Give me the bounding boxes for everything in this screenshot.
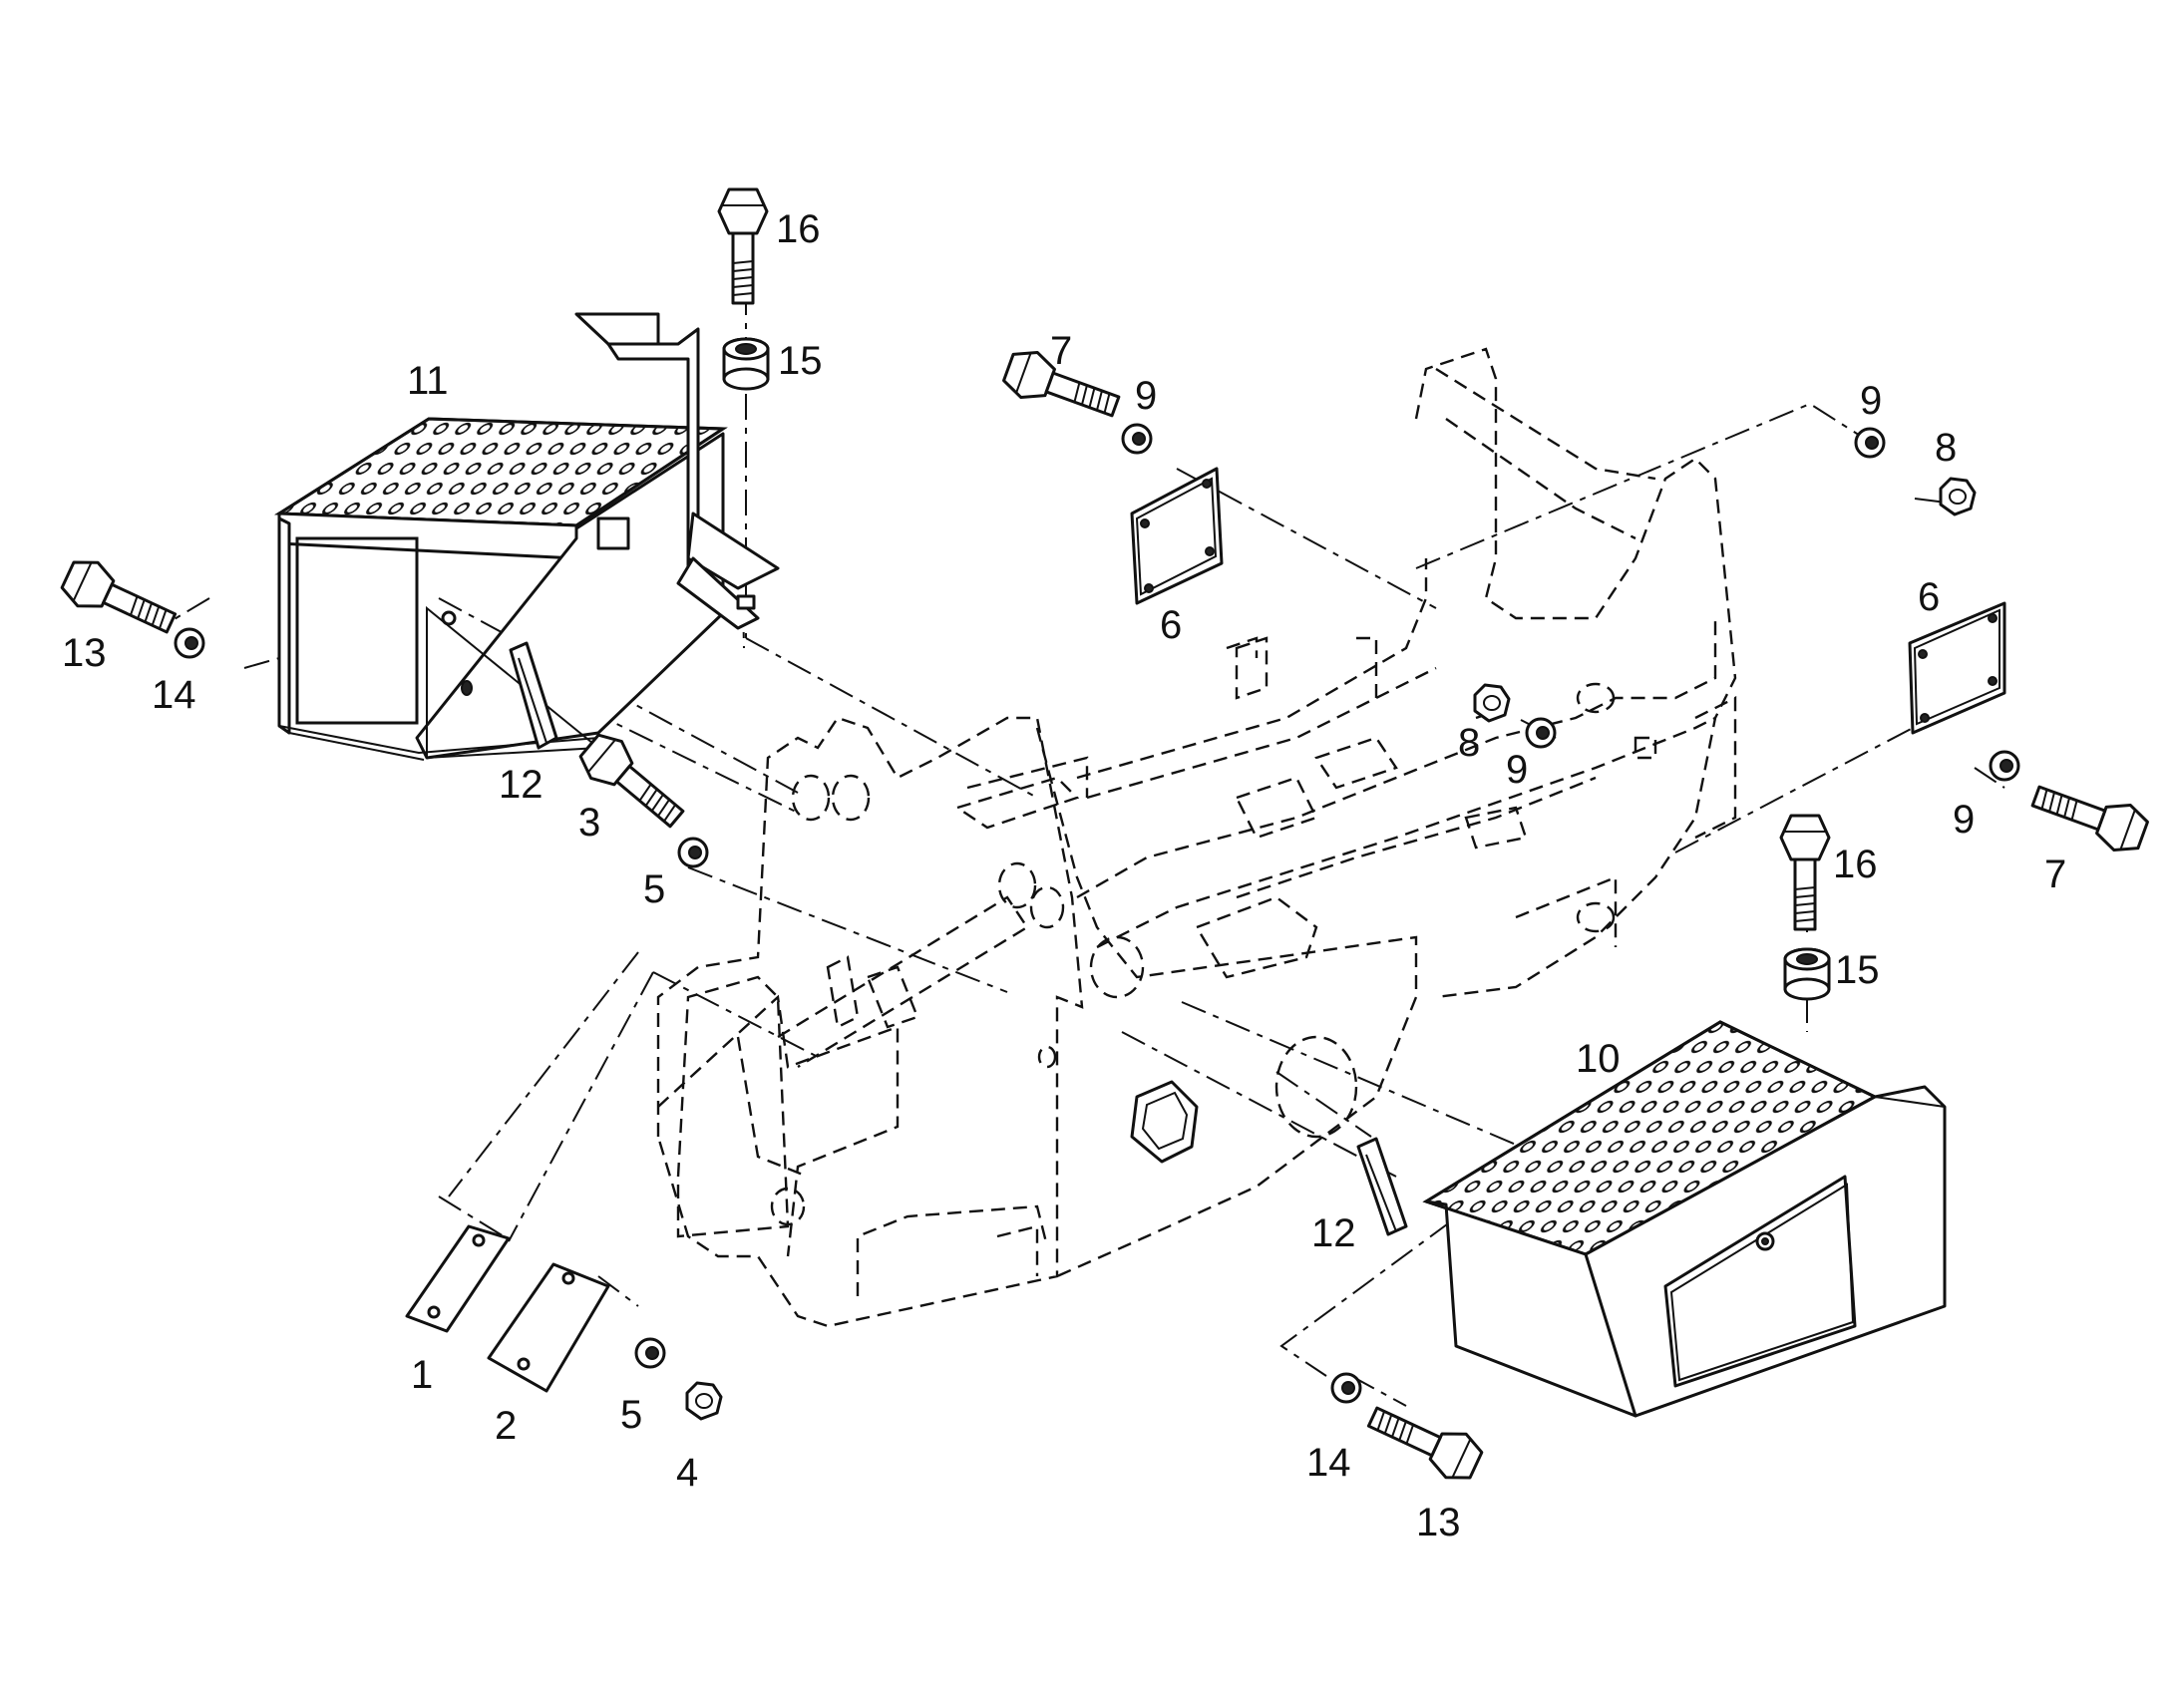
callout-12-right: 12 xyxy=(1311,1211,1356,1255)
callout-7-top: 7 xyxy=(1050,329,1072,373)
washer-icon xyxy=(1854,427,1886,459)
plate-1 xyxy=(405,1224,511,1333)
callout-15-top: 15 xyxy=(778,339,823,383)
right-step-box xyxy=(1422,1020,1947,1418)
callout-5-upper: 5 xyxy=(643,867,665,911)
callout-13-left: 13 xyxy=(62,631,107,675)
callout-4: 4 xyxy=(676,1451,698,1495)
callout-9-right: 9 xyxy=(1953,798,1975,842)
spacer-bar-right xyxy=(1356,1137,1408,1236)
callout-15-right: 15 xyxy=(1835,948,1880,992)
callout-9-center: 9 xyxy=(1506,748,1528,792)
washer-icon xyxy=(1989,750,2020,782)
washer-icon xyxy=(677,837,709,868)
spacer-bar-left xyxy=(509,641,558,750)
callout-5-lower: 5 xyxy=(620,1393,642,1437)
callout-8-center: 8 xyxy=(1458,721,1480,765)
spacer-icon xyxy=(1783,947,1831,1001)
nut-icon xyxy=(685,1381,723,1421)
callout-8-right: 8 xyxy=(1935,426,1957,470)
nut-icon xyxy=(1939,477,1977,516)
washer-icon xyxy=(1330,1372,1362,1404)
callout-16-right: 16 xyxy=(1833,843,1878,886)
callout-7-right: 7 xyxy=(2044,853,2066,896)
main-frame xyxy=(656,347,1737,1328)
callout-12-left: 12 xyxy=(499,763,544,807)
callout-16-top: 16 xyxy=(776,207,821,251)
bolt-icon xyxy=(1779,814,1831,931)
callout-14-bottom: 14 xyxy=(1306,1441,1351,1485)
callout-10: 10 xyxy=(1576,1037,1621,1081)
callout-6-right: 6 xyxy=(1918,575,1940,619)
washer-icon xyxy=(174,627,205,659)
callout-9-top-right: 9 xyxy=(1860,379,1882,423)
callout-labels: 1 2 3 4 5 5 6 6 7 7 8 8 9 9 9 9 10 11 12… xyxy=(62,207,2066,1544)
callout-1: 1 xyxy=(411,1353,433,1397)
plate-left xyxy=(1130,467,1224,605)
bolt-icon xyxy=(717,187,769,305)
callout-13-bottom: 13 xyxy=(1416,1501,1461,1544)
plate-right xyxy=(1908,601,2006,735)
plate-2 xyxy=(487,1262,610,1393)
washer-icon xyxy=(1121,423,1153,455)
bolt-icon xyxy=(2025,772,2153,859)
nut-icon xyxy=(1473,683,1511,723)
callout-2: 2 xyxy=(495,1404,517,1448)
callout-6-left: 6 xyxy=(1160,603,1182,647)
left-step-box xyxy=(274,312,780,761)
callout-9-top-middle: 9 xyxy=(1135,374,1157,418)
callout-11: 11 xyxy=(407,359,449,403)
spacer-icon xyxy=(722,337,770,391)
callout-3: 3 xyxy=(578,801,600,845)
leader-lines xyxy=(167,289,2005,1407)
washer-icon xyxy=(1525,717,1557,749)
callout-14-left: 14 xyxy=(152,673,196,717)
bolt-icon xyxy=(1360,1393,1488,1489)
washer-icon xyxy=(634,1337,666,1369)
